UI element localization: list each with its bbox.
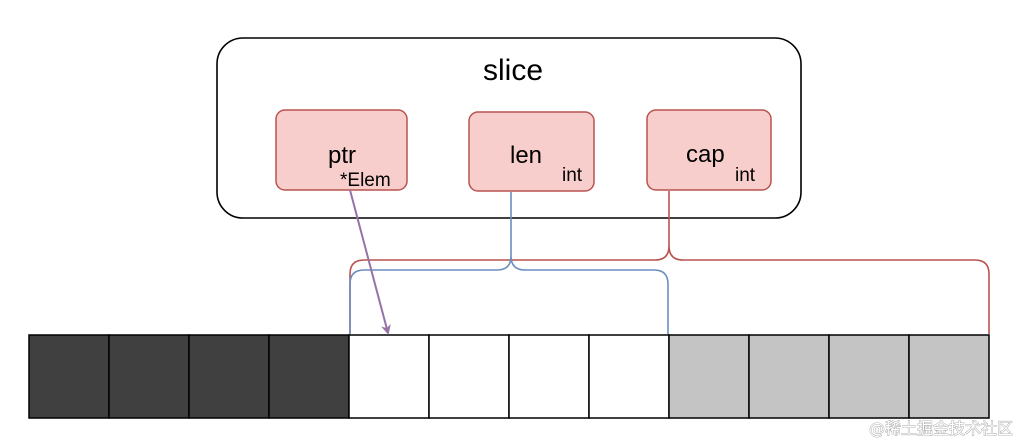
field-cap: cap int — [646, 109, 772, 191]
field-cap-name: cap — [686, 141, 725, 168]
array-cell-len — [508, 334, 590, 419]
slice-title: slice — [483, 54, 543, 87]
array-cell-len — [588, 334, 670, 419]
field-ptr-type: *Elem — [340, 170, 391, 191]
ptr-arrow — [349, 189, 391, 335]
array-cell-before — [28, 334, 110, 419]
field-len-box — [468, 111, 595, 192]
cap-bracket — [349, 191, 990, 334]
field-len-name: len — [510, 142, 542, 169]
array-cell-cap — [668, 334, 750, 419]
array-cell-cap — [748, 334, 830, 419]
field-cap-type: int — [735, 165, 756, 186]
array-cell-before — [188, 334, 270, 419]
array-cell-before — [108, 334, 190, 419]
watermark-text: @稀土掘金技术社区 — [869, 419, 1013, 438]
field-ptr-box — [275, 109, 408, 191]
field-ptr-name: ptr — [328, 142, 356, 169]
array-cell-before — [268, 334, 350, 419]
field-len: len int — [468, 111, 595, 192]
array-cell-cap — [828, 334, 910, 419]
field-len-type: int — [562, 165, 583, 186]
array-cell-cap — [908, 334, 990, 419]
backing-array — [28, 334, 990, 419]
array-cell-len — [428, 334, 510, 419]
len-bracket — [349, 192, 669, 334]
array-cell-len — [348, 334, 430, 419]
field-cap-box — [646, 109, 772, 191]
field-ptr: ptr *Elem — [275, 109, 408, 191]
